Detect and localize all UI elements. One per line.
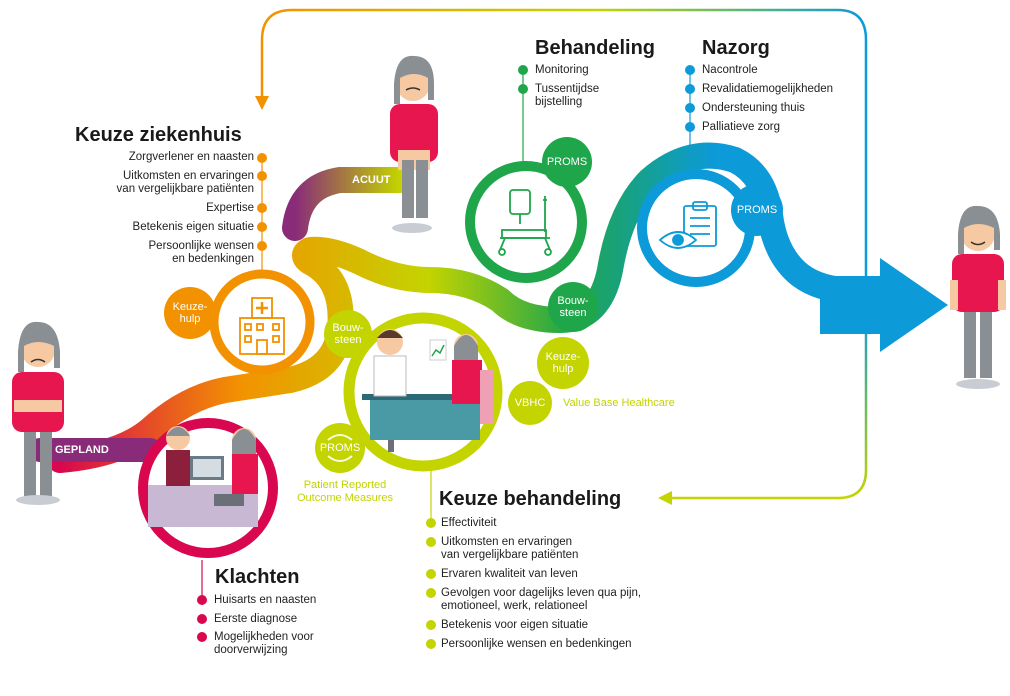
list-item: Eerste diagnose [214, 613, 298, 625]
bullets-keuze-behandeling [426, 518, 436, 649]
list-item: Mogelijkheden voor [214, 631, 314, 643]
keuzehulp-badge-1: Keuze- hulp [170, 301, 210, 325]
caption-line: Outcome Measures [297, 492, 393, 504]
list-item: Uitkomsten en ervaringen [441, 536, 573, 548]
hospital-icon [239, 297, 285, 355]
bullets-keuze-ziekenhuis [257, 153, 267, 251]
list-item: Uitkomsten en ervaringen [122, 170, 254, 182]
list-item: en bedenkingen [172, 253, 254, 265]
list-item: Zorgverlener en naasten [128, 151, 254, 163]
consultation-circle [343, 312, 503, 472]
proms-badge-nazorg: PROMS [736, 204, 778, 216]
badge-line: hulp [552, 363, 574, 375]
list-item: Betekenis eigen situatie [132, 221, 254, 233]
lime-arrowhead [658, 491, 672, 505]
vbhc-badge-circle [508, 381, 552, 425]
vbhc-caption: Value Base Healthcare [563, 397, 675, 409]
bullets-behandeling [518, 65, 528, 94]
main-pathway [47, 142, 893, 473]
nazorg-circle [637, 169, 755, 287]
badge-line: Bouw- [557, 295, 589, 307]
final-arrow [820, 258, 948, 352]
list-item: van vergelijkbare patiënten [116, 183, 254, 195]
badge-line: Bouw- [332, 322, 364, 334]
bullets-nazorg [685, 65, 695, 132]
proms-badge-keuze-circle [315, 423, 365, 473]
heading-keuze-ziekenhuis: Keuze ziekenhuis [75, 124, 242, 146]
keuzehulp-badge-1-circle [164, 287, 216, 339]
orange-arrowhead [255, 96, 269, 110]
behandeling-circle [465, 161, 587, 283]
badge-line: Keuze- [545, 351, 581, 363]
badge-line: Keuze- [172, 301, 208, 313]
vbhc-badge: VBHC [514, 397, 546, 409]
proms-caption: Patient Reported Outcome Measures [290, 479, 400, 505]
patient-gepland [12, 321, 64, 505]
bouwsteen-badge-2-circle [548, 282, 598, 332]
proms-badge-behandeling-circle [542, 137, 592, 187]
badge-line: hulp [179, 313, 201, 325]
top-return-line [260, 8, 868, 300]
list-item: Huisarts en naasten [214, 594, 317, 606]
list-item: bijstelling [535, 96, 583, 108]
keuzehulp-badge-2: Keuze- hulp [543, 351, 583, 375]
list-item: emotioneel, werk, relationeel [441, 600, 588, 612]
bullets-klachten [197, 595, 207, 642]
badge-line: steen [334, 334, 362, 346]
right-return-line [668, 300, 868, 500]
proms-badge-behandeling: PROMS [546, 156, 588, 168]
heading-behandeling: Behandeling [535, 37, 656, 59]
list-item: Persoonlijke wensen [148, 240, 254, 252]
list-item: Persoonlijke wensen en bedenkingen [441, 638, 632, 650]
acuut-branch [282, 167, 413, 241]
list-item: Betekenis voor eigen situatie [441, 619, 589, 631]
list-item: Monitoring [535, 64, 589, 76]
proms-badge-nazorg-circle [731, 184, 783, 236]
list-item: Expertise [206, 202, 254, 214]
list-item: Palliatieve zorg [702, 121, 780, 133]
list-item: Revalidatiemogelijkheden [702, 83, 834, 95]
list-item: van vergelijkbare patiënten [441, 549, 579, 561]
list-item: Ervaren kwaliteit van leven [441, 568, 578, 580]
list-item: Gevolgen voor dagelijks leven qua pijn, [441, 587, 642, 599]
eye-clipboard-icon [658, 201, 717, 249]
list-item: Tussentijdse [535, 83, 600, 95]
acuut-tag: ACUUT [352, 174, 391, 186]
badge-line: steen [559, 307, 587, 319]
list-item: Ondersteuning thuis [702, 102, 805, 114]
keuzehulp-badge-2-circle [537, 337, 589, 389]
list-item: Nacontrole [702, 64, 758, 76]
proms-badge-keuze: PROMS [319, 442, 361, 454]
gepland-tag: GEPLAND [55, 444, 109, 456]
bouwsteen-badge-2: Bouw- steen [553, 295, 593, 319]
hospital-circle [209, 269, 315, 375]
list-item: doorverwijzing [214, 644, 288, 656]
patient-recovered [950, 205, 1006, 389]
heading-keuze-behandeling: Keuze behandeling [439, 488, 622, 510]
bouwsteen-badge-1: Bouw- steen [328, 322, 368, 346]
hospital-bed-iv-icon [498, 189, 552, 256]
caption-line: Patient Reported [303, 479, 387, 491]
klachten-circle [138, 418, 278, 558]
patient-acuut [390, 55, 438, 233]
heading-nazorg: Nazorg [702, 37, 770, 59]
list-item: Effectiviteit [441, 517, 497, 529]
heading-klachten: Klachten [215, 566, 300, 588]
